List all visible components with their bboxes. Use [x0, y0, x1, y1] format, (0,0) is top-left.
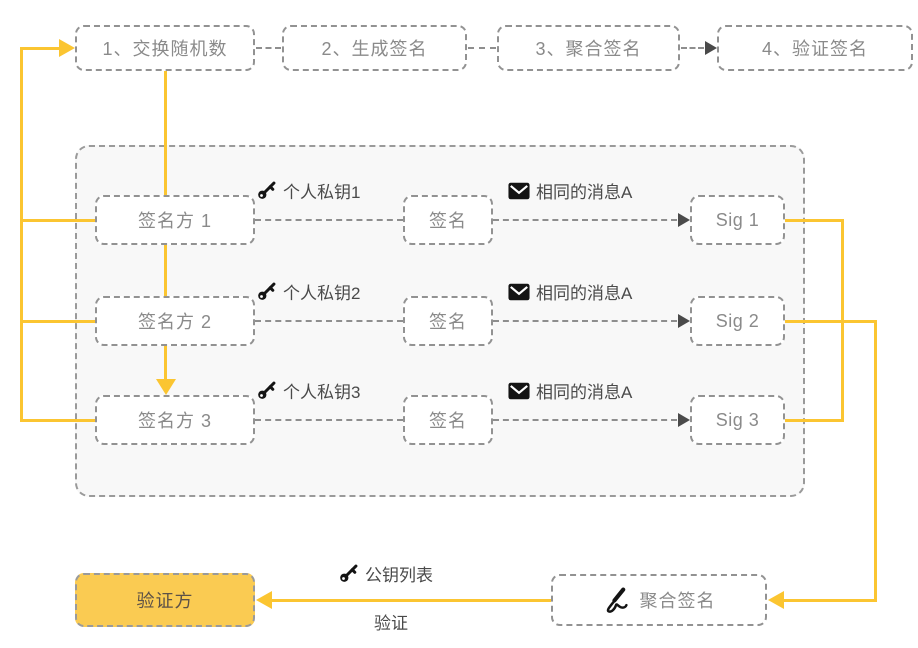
into-aggregate-line: [784, 599, 877, 602]
step-box-2: 2、生成签名: [282, 25, 467, 71]
private-key-text-1: 个人私钥1: [283, 183, 361, 202]
sig-box-1: Sig 1: [690, 195, 785, 245]
public-key-list-text: 公钥列表: [365, 566, 433, 585]
step-label-1: 1、交换随机数: [102, 39, 228, 59]
step-label-4: 4、验证签名: [761, 39, 868, 59]
signer2-to-sign-line: [255, 320, 403, 322]
connector-step2-step3: [468, 47, 496, 49]
arrowhead-into-step1-icon: [59, 39, 75, 57]
aggregate-label: 聚合签名: [639, 591, 716, 611]
arrowhead-into-signer3-icon: [156, 379, 176, 395]
arrowhead-step4-icon: [705, 41, 717, 55]
key-icon: [340, 564, 358, 582]
sign1-to-sig1-line: [493, 219, 677, 221]
signer-box-3: 签名方 3: [95, 395, 255, 445]
message-text-2: 相同的消息A: [536, 284, 633, 303]
connector-step3-step4: [681, 47, 704, 49]
signer-label-3: 签名方 3: [137, 411, 212, 431]
step-label-2: 2、生成签名: [321, 39, 428, 59]
private-key-label-1: 个人私钥1: [256, 178, 360, 203]
sig-label-2: Sig 2: [715, 310, 760, 331]
sign-label-1: 签名: [429, 211, 467, 231]
private-key-text-3: 个人私钥3: [283, 383, 361, 402]
envelope-icon: [508, 182, 530, 199]
key-icon: [258, 181, 276, 199]
arrowhead-into-aggregate-icon: [768, 591, 784, 609]
arrowhead-into-sig2-icon: [678, 314, 690, 328]
message-text-3: 相同的消息A: [536, 383, 633, 402]
sig-label-3: Sig 3: [715, 409, 760, 430]
verifier-label: 验证方: [136, 591, 194, 611]
key-icon: [258, 381, 276, 399]
private-key-label-3: 个人私钥3: [256, 378, 360, 403]
spine-branch-signer2: [20, 320, 96, 323]
sig-label-1: Sig 1: [715, 209, 760, 230]
arrowhead-into-verifier-icon: [256, 591, 272, 609]
message-text-1: 相同的消息A: [536, 183, 633, 202]
signer3-to-sign-line: [255, 419, 403, 421]
sig-box-2: Sig 2: [690, 296, 785, 346]
key-icon: [258, 282, 276, 300]
sig3-out-line: [785, 419, 843, 422]
verifier-box: 验证方: [75, 573, 255, 627]
sign-box-3: 签名: [403, 395, 493, 445]
spine-to-step1-line: [20, 47, 60, 50]
arrowhead-into-sig3-icon: [678, 413, 690, 427]
signer-box-1: 签名方 1: [95, 195, 255, 245]
step-box-3: 3、聚合签名: [497, 25, 680, 71]
step-box-1: 1、交换随机数: [75, 25, 255, 71]
signer-box-2: 签名方 2: [95, 296, 255, 346]
envelope-icon: [508, 382, 530, 399]
left-spine-line: [20, 47, 23, 422]
spine-branch-signer1: [20, 219, 96, 222]
step-label-3: 3、聚合签名: [535, 39, 642, 59]
verify-text: 验证: [374, 614, 408, 633]
sig-box-3: Sig 3: [690, 395, 785, 445]
private-key-label-2: 个人私钥2: [256, 279, 360, 304]
verify-label: 验证: [374, 609, 408, 634]
sign-label-3: 签名: [429, 411, 467, 431]
signer-label-2: 签名方 2: [137, 312, 212, 332]
sigs-to-aggregate-vertical-line: [874, 320, 877, 602]
sign3-to-sig3-line: [493, 419, 677, 421]
sign-box-1: 签名: [403, 195, 493, 245]
message-label-2: 相同的消息A: [508, 279, 632, 304]
spine-branch-signer3: [20, 419, 96, 422]
message-label-3: 相同的消息A: [508, 378, 632, 403]
sign2-to-sig2-line: [493, 320, 677, 322]
aggregate-to-verifier-line: [272, 599, 551, 602]
sig2-out-line: [785, 320, 877, 323]
signer-label-1: 签名方 1: [137, 211, 212, 231]
signer1-to-sign-line: [255, 219, 403, 221]
public-key-list-label: 公钥列表: [338, 561, 433, 586]
message-label-1: 相同的消息A: [508, 178, 632, 203]
sig1-out-line: [785, 219, 843, 222]
pen-icon: [606, 587, 628, 613]
connector-step1-step2: [256, 47, 281, 49]
sign-box-2: 签名: [403, 296, 493, 346]
sign-label-2: 签名: [429, 312, 467, 332]
arrowhead-into-sig1-icon: [678, 213, 690, 227]
aggregate-box: 聚合签名: [551, 574, 767, 626]
envelope-icon: [508, 283, 530, 300]
private-key-text-2: 个人私钥2: [283, 284, 361, 303]
step-box-4: 4、验证签名: [717, 25, 913, 71]
